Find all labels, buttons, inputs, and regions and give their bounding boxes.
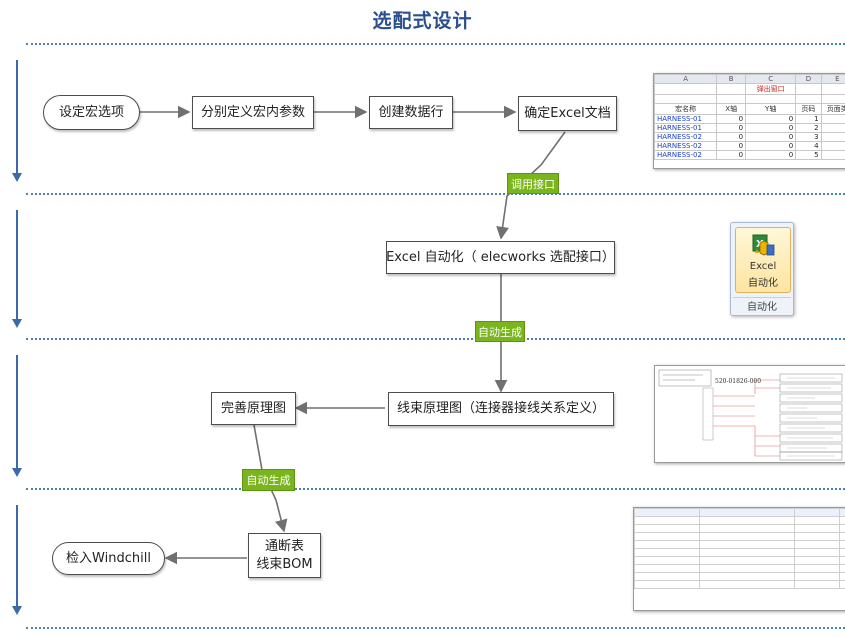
macro-name-cell: HARNESS-01 <box>654 114 718 124</box>
x-cell: 0 <box>716 150 747 160</box>
y-cell: 0 <box>745 123 797 133</box>
ribbon-button-label: 自动化 <box>748 278 778 289</box>
call-api-tag: 调用接口 <box>507 173 559 194</box>
set-macro-options-node: 设定宏选项 <box>43 95 140 130</box>
col-letter: C <box>745 74 797 84</box>
excel-automation-icon: X <box>752 234 775 256</box>
col-letter: B <box>716 74 747 84</box>
x-cell: 0 <box>716 123 747 133</box>
auto-generate-tag: 自动生成 <box>242 469 295 491</box>
excel-automation-node: Excel 自动化（ elecworks 选配接口） <box>386 241 615 274</box>
y-cell: 0 <box>745 141 797 151</box>
macro-name-header: 宏名称 <box>654 103 718 115</box>
checkin-windchill-node: 检入Windchill <box>52 542 165 575</box>
page-cell: 4 <box>795 141 822 151</box>
stage-arrow <box>12 505 22 615</box>
col-letter: D <box>795 74 822 84</box>
section-divider <box>26 193 845 195</box>
x-cell: 0 <box>716 141 747 151</box>
y-cell: 0 <box>745 132 797 142</box>
harness-schematic-node: 线束原理图（连接器接线关系定义） <box>388 392 614 426</box>
stage-arrow <box>12 210 22 328</box>
harness-bom-thumbnail <box>633 507 845 611</box>
harness-schematic-thumbnail: 520-01826-000 <box>654 365 845 463</box>
create-data-rows-node: 创建数据行 <box>369 96 453 129</box>
excel-automation-button[interactable]: X Excel 自动化 <box>735 227 791 293</box>
excel-sheet-thumbnail: A B C D E 弹出窗口 宏名称 X轴 Y轴 页码 页面类 HARNESS-… <box>653 73 845 169</box>
page-header: 页码 <box>795 103 822 115</box>
excel-automation-ribbon: X Excel 自动化 自动化 <box>730 222 794 316</box>
ribbon-group-label: 自动化 <box>747 302 777 313</box>
section-divider <box>26 43 845 45</box>
continuity-table-label: 通断表 <box>264 538 304 554</box>
x-cell: 0 <box>716 114 747 124</box>
macro-name-cell: HARNESS-01 <box>654 123 718 133</box>
page-cell: 2 <box>795 123 822 133</box>
y-cell: 0 <box>745 150 797 160</box>
y-cell: 0 <box>745 114 797 124</box>
section-divider <box>26 627 845 629</box>
section-divider <box>26 338 845 340</box>
page-title: 选配式设计 <box>372 10 473 32</box>
x-axis-header: X轴 <box>716 103 747 115</box>
auto-generate-tag: 自动生成 <box>475 321 525 342</box>
macro-name-cell: HARNESS-02 <box>654 141 718 151</box>
define-macro-params-node: 分别定义宏内参数 <box>192 96 314 129</box>
macro-name-cell: HARNESS-02 <box>654 132 718 142</box>
col-letter: A <box>654 74 718 84</box>
ribbon-button-label: Excel <box>749 261 777 272</box>
part-number-text: 520-01826-000 <box>715 378 761 385</box>
section-divider <box>26 488 845 490</box>
macro-name-cell: HARNESS-02 <box>654 150 718 160</box>
page-cell: 3 <box>795 132 822 142</box>
refine-schematic-node: 完善原理图 <box>211 392 296 425</box>
y-axis-header: Y轴 <box>745 103 797 115</box>
stage-arrow <box>12 60 22 182</box>
page-cell: 5 <box>795 150 822 160</box>
continuity-bom-node: 通断表 线束BOM <box>248 533 321 578</box>
confirm-excel-node: 确定Excel文档 <box>518 96 617 131</box>
schematic-drawing: 520-01826-000 <box>658 369 843 461</box>
popup-window-label: 弹出窗口 <box>745 83 797 95</box>
x-cell: 0 <box>716 132 747 142</box>
harness-bom-label: 线束BOM <box>256 556 313 572</box>
stage-arrow <box>12 355 22 477</box>
col-letter: E <box>820 74 845 84</box>
page-cell: 1 <box>795 114 822 124</box>
page-type-header: 页面类 <box>820 103 845 115</box>
